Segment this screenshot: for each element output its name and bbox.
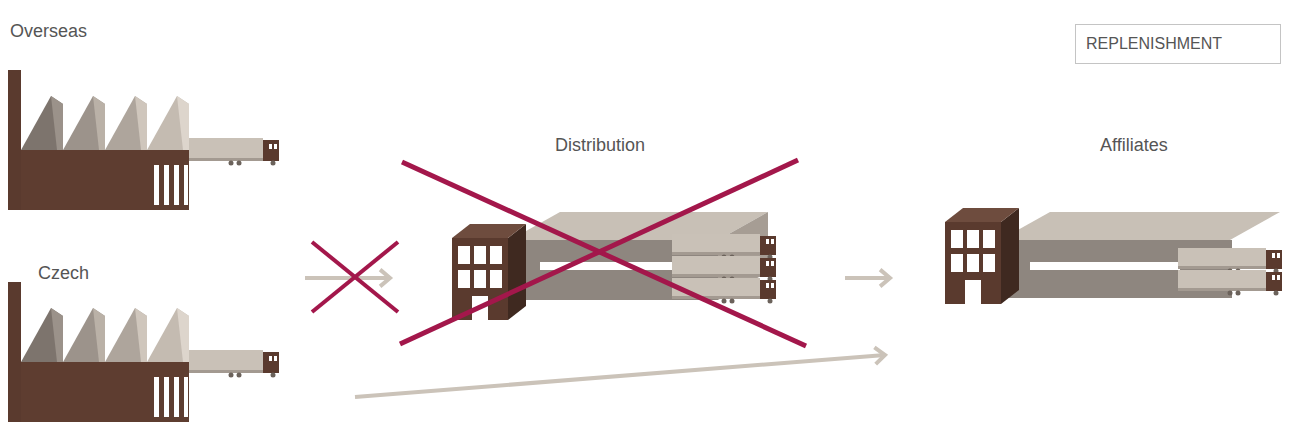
arrow-line bbox=[305, 276, 390, 280]
arrow-line bbox=[355, 355, 885, 397]
node-label: Affiliates bbox=[1100, 134, 1168, 156]
factory-czech bbox=[8, 282, 279, 422]
affiliates-building bbox=[945, 208, 1282, 304]
flow-arrow bbox=[845, 270, 890, 287]
cross-line bbox=[312, 242, 398, 312]
node-label: Overseas bbox=[10, 20, 87, 42]
node-label: REPLENISHMENT bbox=[1086, 33, 1222, 55]
node-label: Distribution bbox=[555, 134, 645, 156]
flow-arrow bbox=[355, 347, 885, 397]
cross-line bbox=[312, 242, 398, 312]
affiliates-node: Affiliates bbox=[895, 130, 1290, 360]
arrow-head bbox=[880, 270, 890, 287]
cross-line bbox=[400, 160, 798, 344]
arrow-head bbox=[380, 270, 390, 287]
factory-node: Czech bbox=[8, 262, 298, 422]
factory-overseas bbox=[8, 70, 279, 210]
factory-node: Overseas bbox=[8, 18, 293, 213]
title-box: REPLENISHMENT bbox=[1075, 24, 1281, 64]
arrow-line bbox=[845, 276, 890, 280]
distribution-building bbox=[452, 212, 776, 320]
node-label: Czech bbox=[38, 262, 89, 284]
arrow-head bbox=[874, 347, 885, 364]
cross-line bbox=[402, 162, 806, 346]
distribution-node: Distribution bbox=[395, 130, 840, 350]
